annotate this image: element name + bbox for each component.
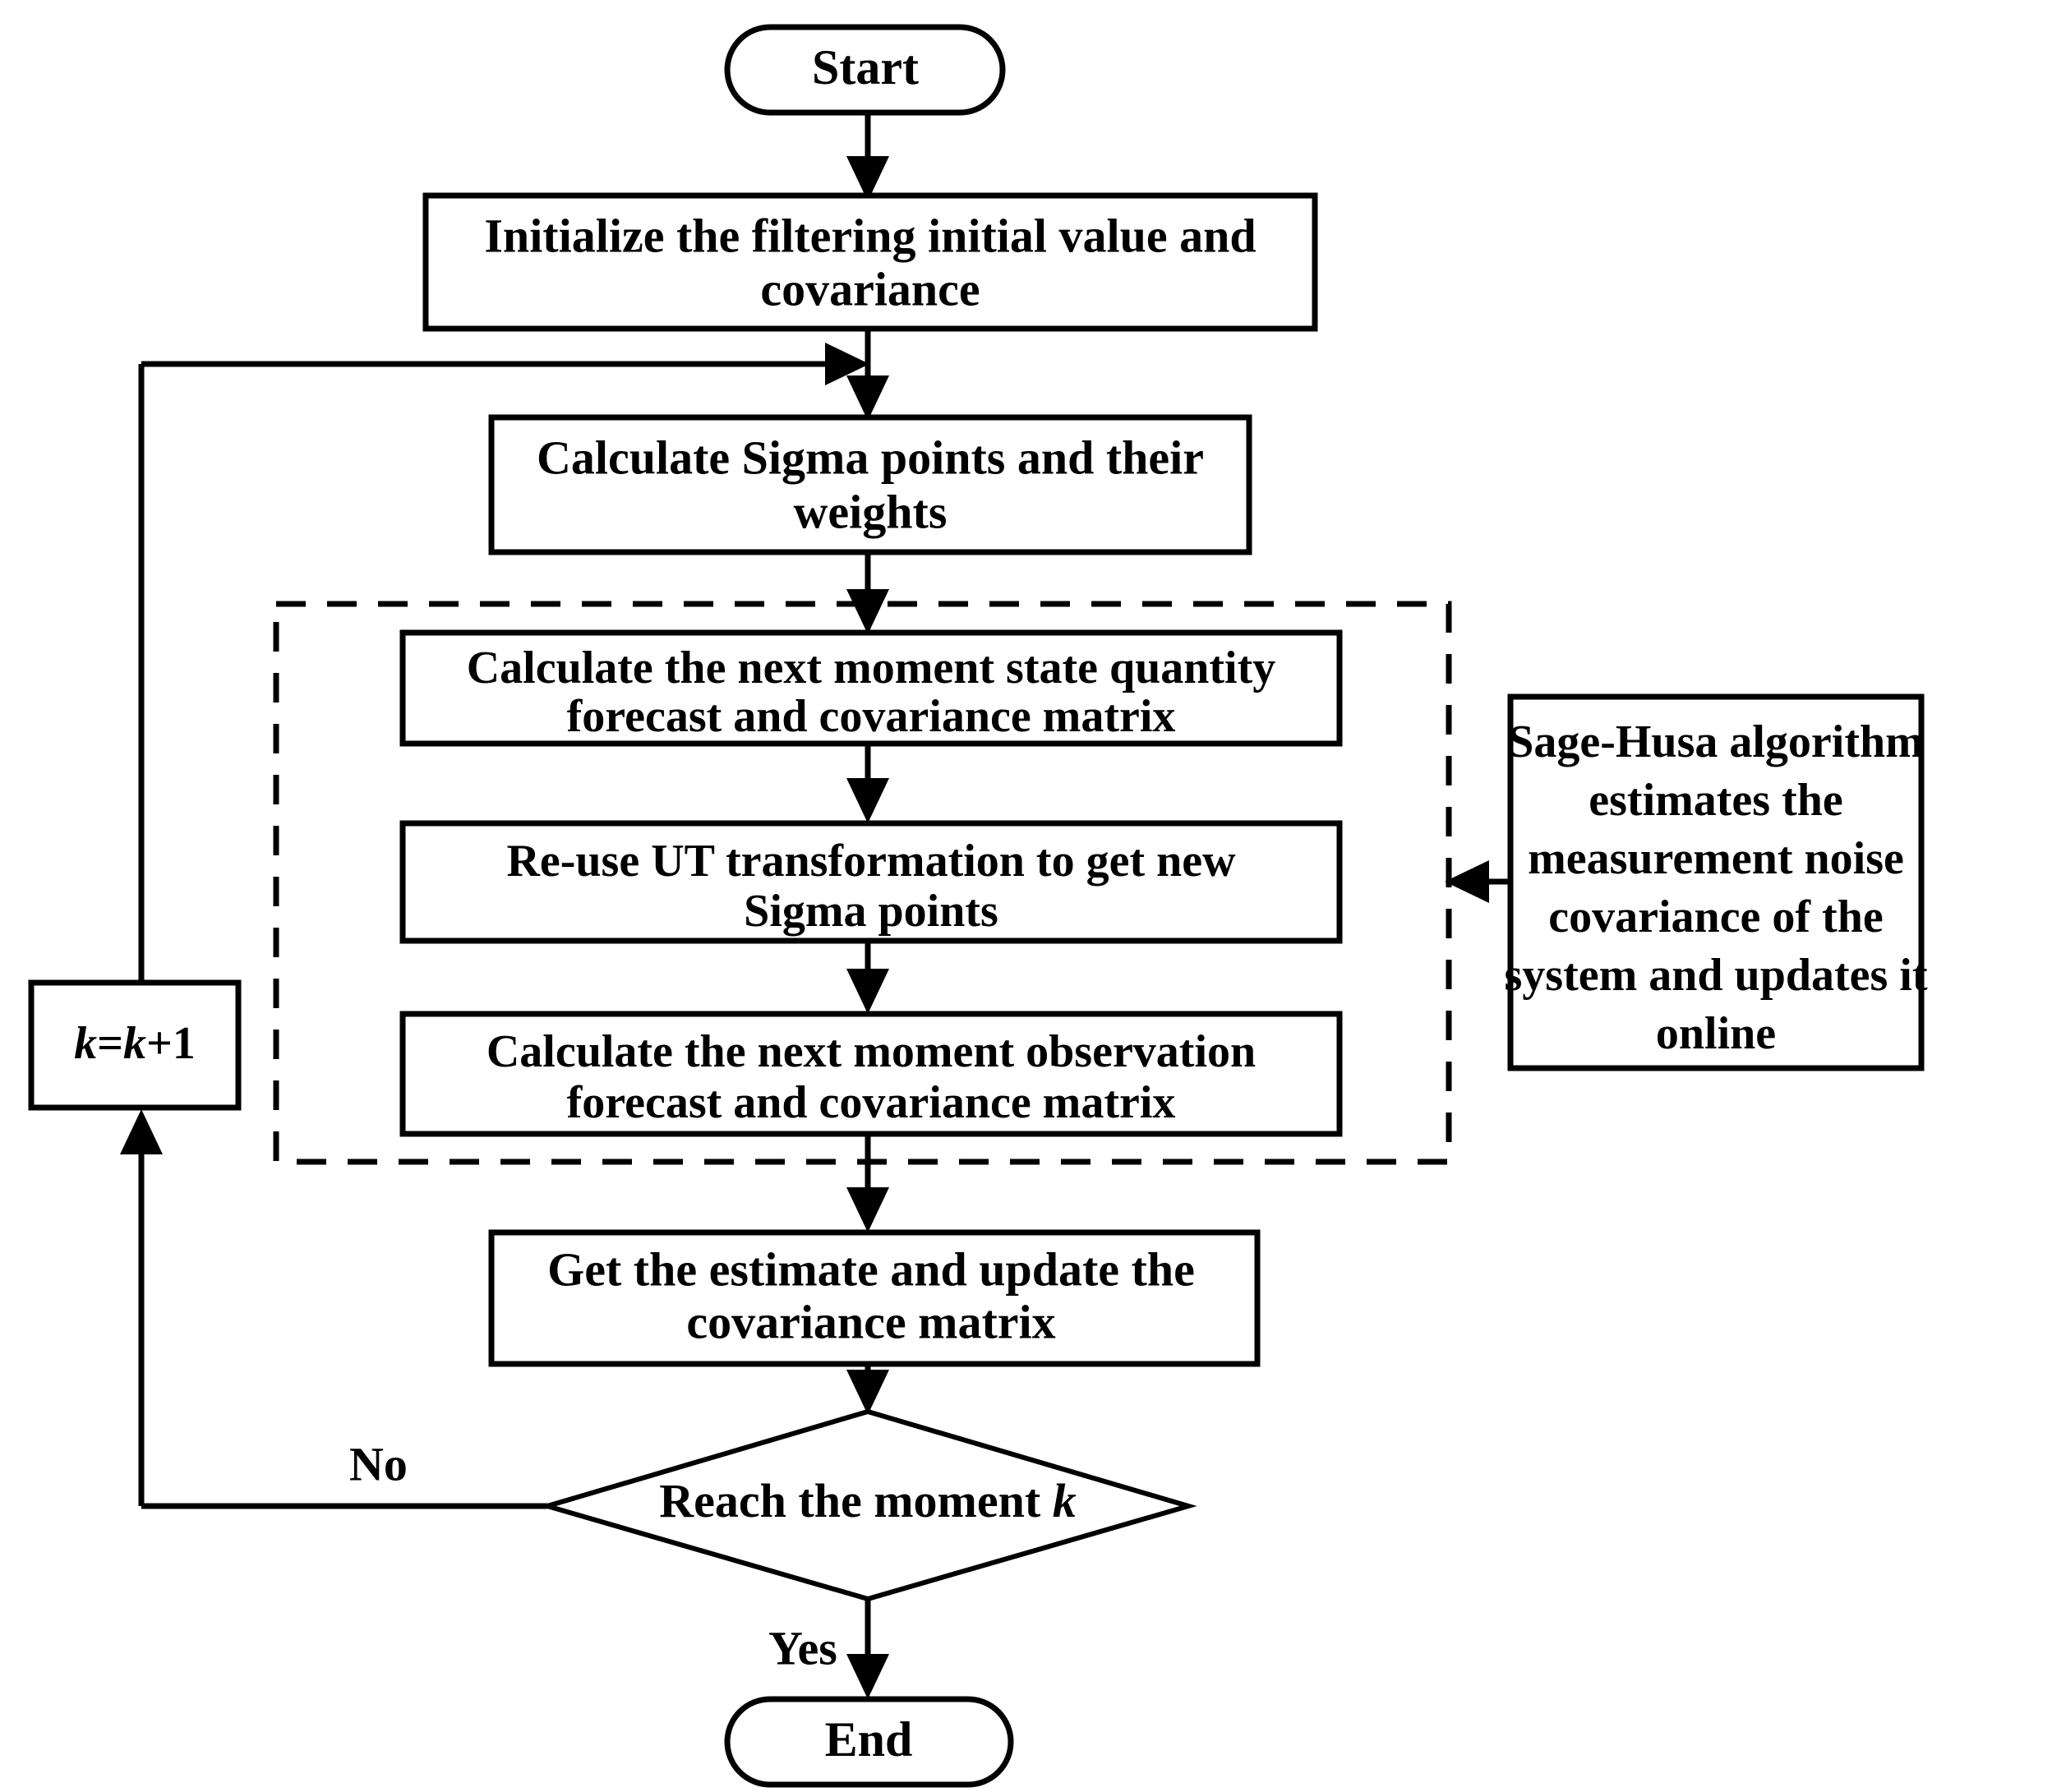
node-start[interactable]: Start — [724, 24, 1006, 116]
node-initialize-line2: covariance — [760, 262, 980, 316]
connector-decision-yes — [846, 1598, 889, 1699]
node-start-label: Start — [812, 40, 919, 94]
node-decision[interactable]: Reach the moment k — [538, 1408, 1197, 1602]
node-state-forecast-line2: forecast and covariance matrix — [567, 691, 1176, 742]
connector-sigma-to-state — [846, 552, 889, 634]
increment-plus-one: +1 — [146, 1018, 196, 1069]
connector-sagehusa-to-group — [1445, 860, 1510, 903]
increment-k2: k — [123, 1018, 146, 1069]
ukf-core-group-box — [273, 601, 1452, 1165]
node-sage-husa-line2: estimates the — [1589, 775, 1842, 826]
edge-label-no: No — [349, 1437, 408, 1490]
connector-ut-to-observation — [846, 941, 889, 1014]
connector-state-to-ut — [846, 744, 889, 823]
node-state-forecast-line1: Calculate the next moment state quantity — [467, 643, 1276, 693]
node-update-estimate-line1: Get the estimate and update the — [547, 1242, 1195, 1296]
node-decision-label: Reach the moment k — [659, 1474, 1076, 1527]
node-observation-forecast-line2: forecast and covariance matrix — [567, 1077, 1176, 1128]
node-state-forecast[interactable]: Calculate the next moment state quantity… — [399, 629, 1343, 747]
node-end-label: End — [825, 1712, 913, 1767]
node-ut-transform-line2: Sigma points — [744, 886, 998, 937]
node-sigma-points[interactable]: Calculate Sigma points and their weights — [488, 414, 1252, 555]
decision-var-k: k — [1053, 1474, 1077, 1527]
connector-update-to-decision — [846, 1364, 889, 1415]
node-sage-husa-line6: online — [1656, 1008, 1776, 1059]
node-ut-transform[interactable]: Re-use UT transformation to get new Sigm… — [399, 820, 1343, 944]
connector-start-to-initialize — [846, 113, 889, 201]
node-update-estimate[interactable]: Get the estimate and update the covarian… — [488, 1229, 1261, 1367]
connector-initialize-to-sigma — [846, 329, 889, 421]
node-sage-husa-line5: system and updates it — [1505, 950, 1928, 1001]
node-end[interactable]: End — [724, 1696, 1014, 1788]
connector-decision-no — [120, 1109, 547, 1509]
node-increment[interactable]: k=k+1 — [28, 979, 242, 1111]
node-increment-label: k=k+1 — [74, 1018, 196, 1069]
node-sigma-points-line1: Calculate Sigma points and their — [537, 431, 1204, 484]
connector-observation-to-update — [846, 1134, 889, 1232]
node-sage-husa[interactable]: Sage-Husa algorithm estimates the measur… — [1505, 693, 1928, 1071]
node-ut-transform-line1: Re-use UT transformation to get new — [506, 836, 1236, 887]
node-observation-forecast[interactable]: Calculate the next moment observation fo… — [399, 1011, 1343, 1137]
node-sage-husa-line4: covariance of the — [1548, 891, 1883, 942]
increment-k1: k — [74, 1018, 97, 1069]
edge-label-yes: Yes — [768, 1621, 837, 1675]
node-sage-husa-line1: Sage-Husa algorithm — [1508, 716, 1924, 767]
increment-eq: = — [97, 1018, 123, 1069]
node-observation-forecast-line1: Calculate the next moment observation — [486, 1026, 1256, 1077]
node-update-estimate-line2: covariance matrix — [686, 1295, 1055, 1348]
connector-feedback-loop — [138, 343, 869, 983]
decision-text: Reach the moment — [659, 1474, 1052, 1527]
node-sage-husa-line3: measurement noise — [1528, 833, 1904, 884]
node-initialize-line1: Initialize the filtering initial value a… — [484, 209, 1256, 262]
node-sigma-points-line2: weights — [794, 485, 948, 538]
node-initialize[interactable]: Initialize the filtering initial value a… — [422, 192, 1318, 332]
